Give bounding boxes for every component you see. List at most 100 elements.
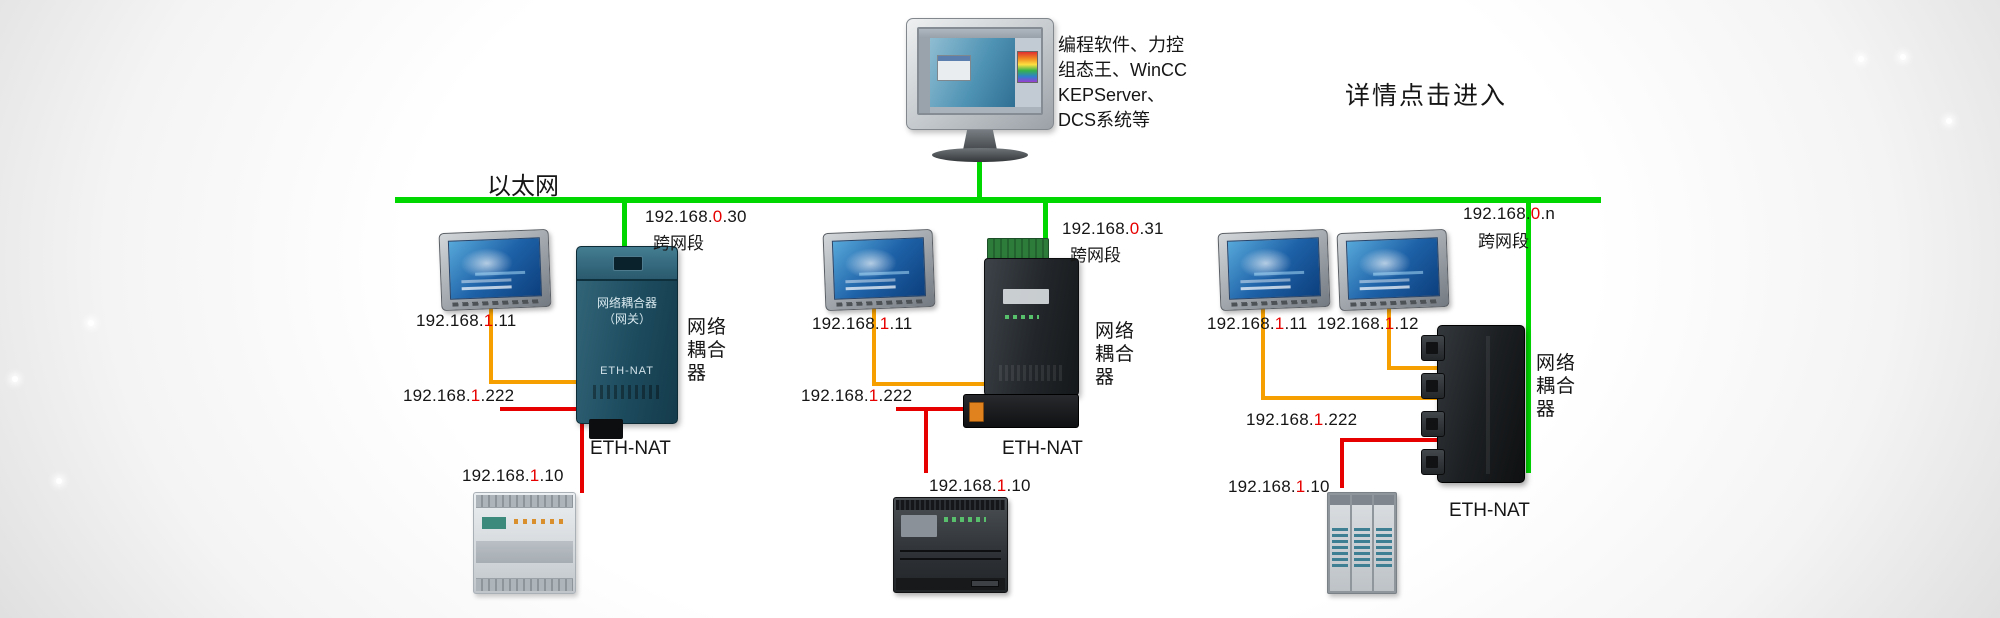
coupler-led-row bbox=[1005, 315, 1039, 319]
hmi1-cable-horizontal-g1 bbox=[489, 380, 578, 384]
cross-segment-label-g2: 跨网段 bbox=[1070, 246, 1121, 265]
scada-toolbar bbox=[919, 38, 930, 113]
network-coupler-device-g3 bbox=[1421, 325, 1525, 483]
ip-octet: 1 bbox=[879, 314, 890, 333]
plc-module bbox=[1330, 495, 1350, 591]
coupler3-ethernet-drop-line bbox=[1526, 200, 1531, 473]
ip-suffix: .10 bbox=[539, 466, 564, 485]
hmi-panel-2-g3 bbox=[1336, 228, 1450, 312]
ip-octet: 1 bbox=[1274, 314, 1285, 333]
hmi1-cable-vertical-g1 bbox=[489, 308, 493, 384]
scada-menubar bbox=[919, 29, 1041, 38]
hmi-panel-1-g3 bbox=[1217, 228, 1331, 312]
ip-octet: 1 bbox=[996, 476, 1007, 495]
sparkle-dot bbox=[1900, 54, 1906, 60]
monitor-ethernet-drop-line bbox=[977, 158, 982, 200]
ip-octet: 1 bbox=[529, 466, 540, 485]
details-link[interactable]: 详情点击进入 bbox=[1345, 82, 1508, 110]
coupler-label-plate bbox=[1003, 289, 1049, 304]
hmi2-cable-vertical-g3 bbox=[1387, 308, 1391, 370]
hmi-function-keys bbox=[1231, 299, 1320, 307]
ethernet-port bbox=[1421, 411, 1445, 437]
monitor-screen bbox=[917, 27, 1043, 115]
eth-nat-label-g3: ETH-NAT bbox=[1449, 500, 1530, 521]
coupler-body bbox=[1437, 325, 1525, 483]
sparkle-dot bbox=[1946, 118, 1952, 124]
ip-suffix: .12 bbox=[1394, 314, 1419, 333]
hmi-function-keys bbox=[452, 299, 541, 307]
ip-suffix: .10 bbox=[1305, 477, 1330, 496]
coupler-faceplate-line: （网关） bbox=[602, 312, 651, 326]
ethernet-port bbox=[1421, 449, 1445, 475]
hmi-ip-g1: 192.168.1.11 bbox=[416, 311, 516, 331]
cross-segment-label-g1: 跨网段 bbox=[653, 234, 704, 253]
ip-octet: 0 bbox=[712, 207, 723, 226]
ip-prefix: 192.168. bbox=[1062, 219, 1130, 238]
coupler-orange-connector bbox=[969, 402, 984, 422]
network-coupler-device-g1: 网络耦合器 （网关） ETH-NAT bbox=[576, 246, 678, 439]
coupler-top-terminal bbox=[987, 238, 1049, 260]
ethernet-port bbox=[613, 256, 643, 271]
coupler-faceplate-text: 网络耦合器 （网关） bbox=[577, 295, 677, 327]
ip-octet: 1 bbox=[1313, 410, 1324, 429]
plc-mid-band bbox=[476, 541, 573, 563]
ip-octet: 0 bbox=[1530, 204, 1541, 223]
plc-cable-horizontal-g2 bbox=[896, 407, 1002, 411]
hmi1-cable-horizontal-g3 bbox=[1261, 396, 1439, 400]
ip-suffix: .10 bbox=[1006, 476, 1031, 495]
ip-suffix: .222 bbox=[480, 386, 515, 405]
coupler2-ethernet-drop-line bbox=[1043, 200, 1048, 245]
hmi2-cable-horizontal-g3 bbox=[1387, 366, 1439, 370]
hmi-screen bbox=[1345, 237, 1441, 300]
ip-prefix: 192.168. bbox=[801, 386, 869, 405]
cross-segment-ip-g1: 192.168.0.30 bbox=[645, 207, 747, 227]
ethernet-bus-line bbox=[395, 197, 1601, 203]
ip-prefix: 192.168. bbox=[1207, 314, 1275, 333]
hmi-screen bbox=[447, 237, 543, 300]
ip-suffix: .11 bbox=[493, 311, 517, 330]
ip-prefix: 192.168. bbox=[462, 466, 530, 485]
plc-cable-vertical-g1 bbox=[580, 407, 584, 493]
plc-ip-g2: 192.168.1.10 bbox=[929, 476, 1031, 496]
ip-octet: 1 bbox=[483, 311, 494, 330]
coupler-faceplate-line: 网络耦合器 bbox=[596, 296, 657, 310]
monitor-body bbox=[906, 18, 1054, 130]
plc-cable-vertical-g3 bbox=[1340, 438, 1344, 488]
plc-cable-vertical-g2 bbox=[924, 407, 928, 473]
cross-segment-ip-g3: 192.168.0.n bbox=[1463, 204, 1555, 224]
plc-module bbox=[1352, 495, 1372, 591]
hmi-function-keys bbox=[836, 299, 925, 307]
ethernet-port bbox=[1421, 335, 1445, 361]
plc-grooves bbox=[900, 550, 1001, 552]
coupler-label-g1: 网络耦合器 bbox=[687, 317, 728, 384]
coupler-lan-ip-g3: 192.168.1.222 bbox=[1246, 410, 1357, 430]
hmi-screen bbox=[831, 237, 927, 300]
ip-suffix: .11 bbox=[1284, 314, 1308, 333]
plc-device-g2 bbox=[893, 497, 1008, 593]
coupler-vents bbox=[999, 365, 1064, 381]
plc-terminal-strip bbox=[476, 495, 573, 508]
ip-prefix: 192.168. bbox=[1463, 204, 1531, 223]
hmi1-cable-vertical-g3 bbox=[1261, 308, 1265, 400]
coupler1-ethernet-drop-line bbox=[622, 200, 627, 250]
plc-cable-horizontal-g3 bbox=[1340, 438, 1439, 442]
hmi1-ip-g3: 192.168.1.11 bbox=[1207, 314, 1307, 334]
eth-nat-label-g2: ETH-NAT bbox=[1002, 438, 1083, 459]
plc-terminal-strip bbox=[476, 578, 573, 591]
plc-brand-badge bbox=[482, 517, 506, 529]
ip-suffix: .30 bbox=[722, 207, 747, 226]
ip-prefix: 192.168. bbox=[1228, 477, 1296, 496]
coupler-rail-groove bbox=[1486, 336, 1490, 474]
plc-led-row bbox=[514, 519, 566, 524]
network-coupler-device-g2 bbox=[963, 238, 1079, 430]
plc-device-g1 bbox=[473, 492, 576, 594]
plc-led-row bbox=[944, 517, 986, 522]
hmi-panel-g1 bbox=[438, 228, 552, 312]
scada-statusbar bbox=[930, 107, 1041, 113]
monitor-stand-base bbox=[932, 148, 1028, 162]
ip-suffix: .222 bbox=[878, 386, 913, 405]
coupler-model-text: ETH-NAT bbox=[600, 365, 654, 377]
coupler-lan-ip-g2: 192.168.1.222 bbox=[801, 386, 912, 406]
ethernet-port bbox=[1421, 373, 1445, 399]
